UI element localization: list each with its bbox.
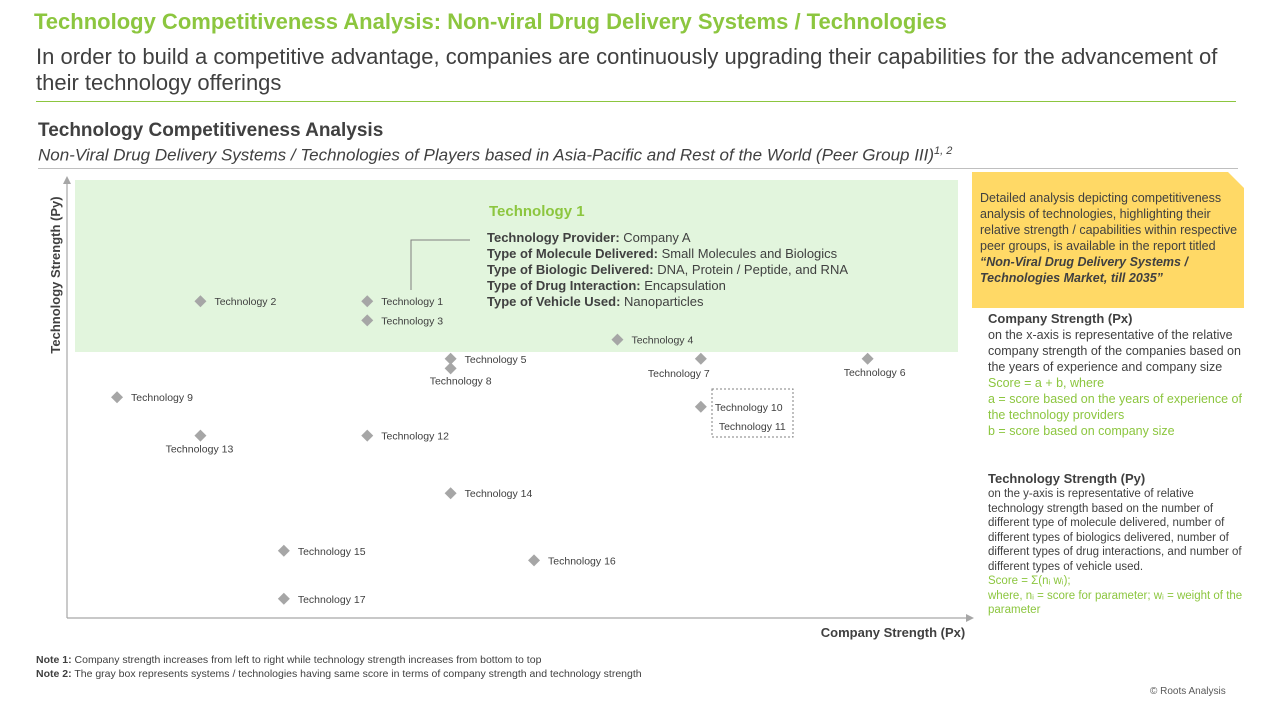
note-1: Note 1: Company strength increases from … [36,653,642,667]
attribute-key: Type of Biologic Delivered: [487,262,654,277]
technology-1-attribute-row: Type of Molecule Delivered: Small Molecu… [487,246,907,262]
technology-1-attribute-row: Type of Vehicle Used: Nanoparticles [487,294,907,310]
callout-report-title: “Non-Viral Drug Delivery Systems / Techn… [980,255,1188,285]
note-2-text: The gray box represents systems / techno… [74,668,642,680]
note-1-label: Note 1: [36,654,72,666]
point-marker [861,352,874,365]
highlight-band [75,180,958,352]
same-score-gray-box [711,388,794,438]
py-formula: Score = Σ(nᵢ wᵢ); [988,575,1071,587]
py-heading: Technology Strength (Py) [988,471,1146,486]
attribute-value: Company A [619,230,691,245]
technology-1-attribute-row: Type of Biologic Delivered: DNA, Protein… [487,262,907,278]
chart-axes [63,176,974,622]
copyright: © Roots Analysis [1150,686,1226,697]
technology-1-attribute-row: Type of Drug Interaction: Encapsulation [487,278,907,294]
footnote-marker: 1, 2 [934,145,953,157]
callout-text: Detailed analysis depicting competitiven… [980,190,1238,286]
attribute-value: Small Molecules and Biologics [657,246,838,261]
attribute-key: Type of Vehicle Used: [487,294,621,309]
callout-folded-corner [1228,172,1244,188]
note-2-label: Note 2: [36,668,72,680]
point-label: Technology 17 [298,594,366,606]
company-strength-explanation: Company Strength (Px) on the x-axis is r… [988,311,1244,439]
footnotes: Note 1: Company strength increases from … [36,653,642,681]
point-marker [277,592,290,605]
report-callout [972,172,1244,308]
point-label: Technology 4 [631,335,693,347]
point-label: Technology 13 [166,444,234,456]
point-label: Technology 12 [381,431,449,443]
point-marker [444,362,457,375]
point-label: Technology 3 [381,315,443,327]
point-marker [111,391,124,404]
point-marker [694,352,707,365]
point-label: Technology 2 [214,296,276,308]
attribute-value: DNA, Protein / Peptide, and RNA [653,262,848,277]
point-marker [194,429,207,442]
point-marker [361,295,374,308]
point-label: Technology 9 [131,392,193,404]
technology-1-title: Technology 1 [489,203,585,220]
x-axis-label: Company Strength (Px) [821,625,965,640]
attribute-value: Nanoparticles [620,294,704,309]
note-2: Note 2: The gray box represents systems … [36,667,642,681]
point-label: Technology 8 [430,375,492,387]
attribute-key: Type of Drug Interaction: [487,278,641,293]
point-label: Technology 14 [465,488,533,500]
point-label: Technology 1 [381,296,443,308]
section-title: Technology Competitiveness Analysis [38,120,384,141]
point-label: Technology 5 [465,354,527,366]
note-1-text: Company strength increases from left to … [74,654,542,666]
technology-1-connector [410,239,470,290]
section-subtitle: Non-Viral Drug Delivery Systems / Techno… [38,145,952,166]
point-marker [277,544,290,557]
point-label: Technology 7 [648,368,710,380]
page-subtitle: In order to build a competitive advantag… [36,44,1218,95]
point-marker [694,400,707,413]
point-marker [361,314,374,327]
px-b-definition: b = score based on company size [988,424,1175,438]
point-marker [444,487,457,500]
px-formula: Score = a + b, where [988,376,1105,390]
point-marker [528,554,541,567]
point-label: Technology 10 [715,402,783,414]
point-label: Technology 11 [719,421,786,433]
technology-1-details: Technology 1 Technology Provider: Compan… [487,203,907,310]
section-subtitle-text: Non-Viral Drug Delivery Systems / Techno… [38,145,935,165]
py-body: on the y-axis is representative of relat… [988,488,1242,573]
y-axis-label: Technology Strength (Py) [48,196,63,353]
main-title: Technology Competitiveness Analysis: Non… [34,9,947,34]
callout-body: Detailed analysis depicting competitiven… [980,191,1238,253]
y-axis-arrow [63,176,71,184]
py-where: where, nᵢ = score for parameter; wᵢ = we… [988,589,1243,617]
point-marker [194,295,207,308]
point-label: Technology 15 [298,546,366,558]
px-heading: Company Strength (Px) [988,311,1133,326]
data-points: Technology 1 Technology 2 Technology 3 Tech… [111,295,906,606]
point-marker [444,352,457,365]
point-label: Technology 6 [844,367,906,379]
point-label: Technology 16 [548,555,616,567]
technology-strength-explanation: Technology Strength (Py) on the y-axis i… [988,471,1244,618]
px-body: on the x-axis is representative of the r… [988,328,1241,374]
attribute-key: Technology Provider: [487,230,620,245]
technology-1-attribute-row: Technology Provider: Company A [487,230,907,246]
x-axis-arrow [966,614,974,622]
section-divider [38,168,1238,169]
point-marker [611,333,624,346]
px-a-definition: a = score based on the years of experien… [988,392,1242,422]
attribute-key: Type of Molecule Delivered: [487,246,658,261]
point-marker [361,429,374,442]
header-divider [36,101,1236,102]
attribute-value: Encapsulation [640,278,726,293]
